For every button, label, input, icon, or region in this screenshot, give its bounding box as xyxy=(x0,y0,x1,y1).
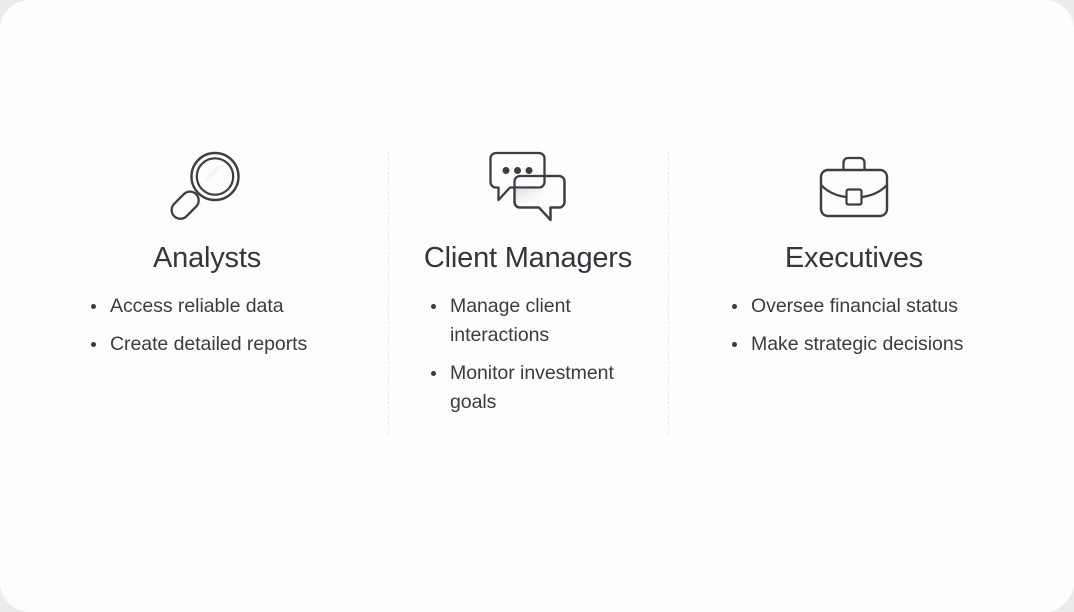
list-item: Monitor investment goals xyxy=(428,359,628,417)
column-client-managers: Client Managers Manage client interactio… xyxy=(388,148,668,426)
column-title-executives: Executives xyxy=(784,242,924,274)
column-divider xyxy=(388,152,389,434)
column-divider xyxy=(668,152,669,434)
briefcase-icon xyxy=(817,148,891,226)
list-item: Make strategic decisions xyxy=(729,330,979,359)
magnifying-glass-icon xyxy=(170,148,243,226)
speech-bubbles-icon xyxy=(487,148,569,226)
list-item: Manage client interactions xyxy=(428,292,628,350)
bullet-list-analysts: Access reliable data Create detailed rep… xyxy=(88,292,326,368)
list-item: Create detailed reports xyxy=(88,330,326,359)
bullet-list-executives: Oversee financial status Make strategic … xyxy=(729,292,979,368)
list-item: Access reliable data xyxy=(88,292,326,321)
columns-container: Analysts Access reliable data Create det… xyxy=(0,148,1074,438)
column-title-analysts: Analysts xyxy=(153,242,261,274)
column-analysts: Analysts Access reliable data Create det… xyxy=(0,148,388,368)
column-executives: Executives Oversee financial status Make… xyxy=(668,148,1074,368)
column-title-client-managers: Client Managers xyxy=(423,242,633,274)
bullet-list-client-managers: Manage client interactions Monitor inves… xyxy=(428,292,628,426)
list-item: Oversee financial status xyxy=(729,292,979,321)
